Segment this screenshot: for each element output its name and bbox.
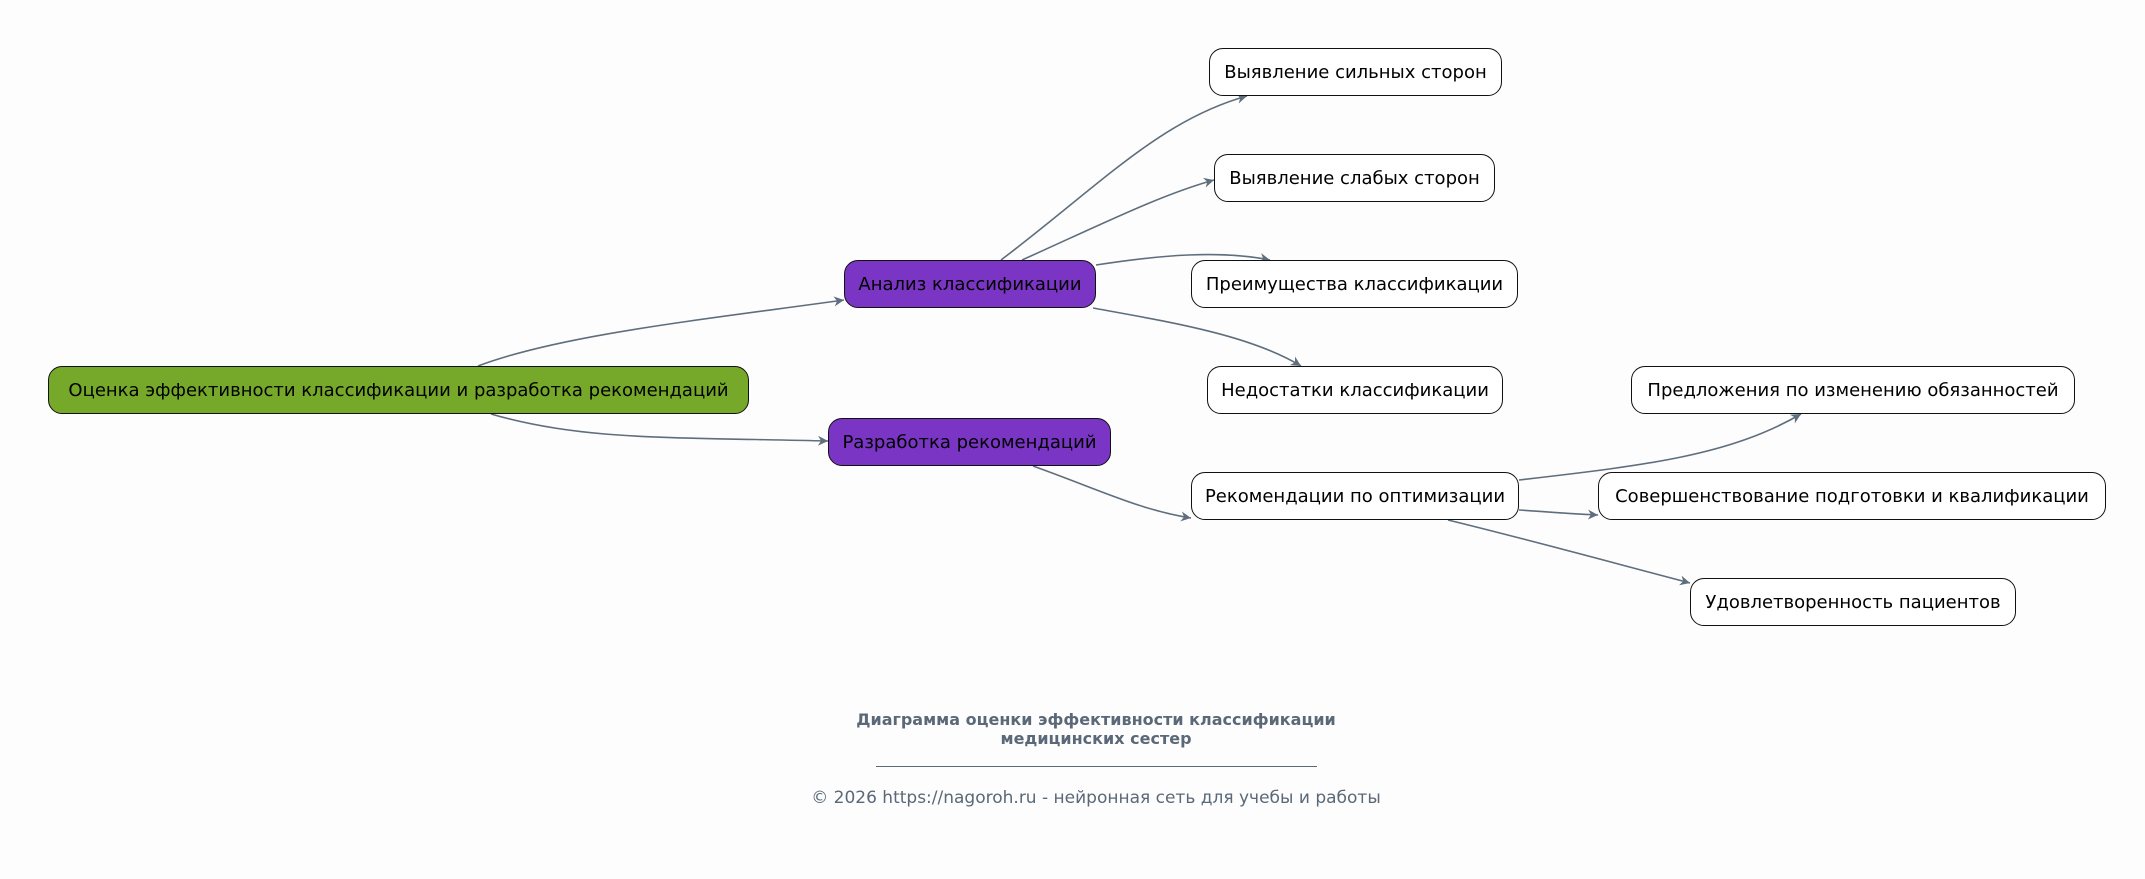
diagram-title-line1: Диаграмма оценки эффективности классифик… — [856, 710, 1336, 729]
node-weaknesses[interactable]: Выявление слабых сторон — [1214, 154, 1495, 202]
node-root[interactable]: Оценка эффективности классификации и раз… — [48, 366, 749, 414]
edge-analysis-advantages — [1095, 253, 1271, 266]
node-satisfaction[interactable]: Удовлетворенность пациентов — [1690, 578, 2016, 626]
edge-optimization-training — [1518, 509, 1599, 520]
node-analysis[interactable]: Анализ классификации — [844, 260, 1096, 308]
edge-root-development — [490, 413, 829, 446]
edge-root-analysis — [477, 296, 845, 367]
node-disadvantages[interactable]: Недостатки классификации — [1207, 366, 1503, 414]
divider — [876, 766, 1317, 767]
node-optimization[interactable]: Рекомендации по оптимизации — [1191, 472, 1519, 520]
node-label: Оценка эффективности классификации и раз… — [68, 379, 729, 401]
node-strengths[interactable]: Выявление сильных сторон — [1209, 48, 1502, 96]
edge-optimization-satisfaction — [1447, 519, 1691, 586]
node-label: Совершенствование подготовки и квалифика… — [1615, 485, 2089, 507]
node-advantages[interactable]: Преимущества классификации — [1191, 260, 1518, 308]
node-label: Выявление сильных сторон — [1224, 61, 1487, 83]
node-training[interactable]: Совершенствование подготовки и квалифика… — [1598, 472, 2106, 520]
node-label: Разработка рекомендаций — [842, 431, 1097, 453]
node-label: Рекомендации по оптимизации — [1204, 485, 1506, 507]
node-label: Выявление слабых сторон — [1229, 167, 1480, 189]
diagram-title-line2: медицинских сестер — [1000, 729, 1192, 748]
node-development[interactable]: Разработка рекомендаций — [828, 418, 1111, 466]
edge-analysis-strengths — [1000, 93, 1248, 261]
node-label: Преимущества классификации — [1205, 273, 1504, 295]
node-label: Предложения по изменению обязанностей — [1647, 379, 2059, 401]
copyright: © 2026 https://nagoroh.ru - нейронная се… — [811, 788, 1381, 808]
edge-analysis-disadvantages — [1092, 307, 1302, 367]
node-label: Анализ классификации — [858, 273, 1082, 295]
edge-optimization-duties — [1518, 413, 1802, 481]
node-label: Недостатки классификации — [1221, 379, 1489, 401]
edge-analysis-weaknesses — [1021, 177, 1215, 261]
node-label: Удовлетворенность пациентов — [1705, 591, 2001, 613]
node-duties[interactable]: Предложения по изменению обязанностей — [1631, 366, 2075, 414]
edge-development-optimization — [1032, 465, 1192, 522]
